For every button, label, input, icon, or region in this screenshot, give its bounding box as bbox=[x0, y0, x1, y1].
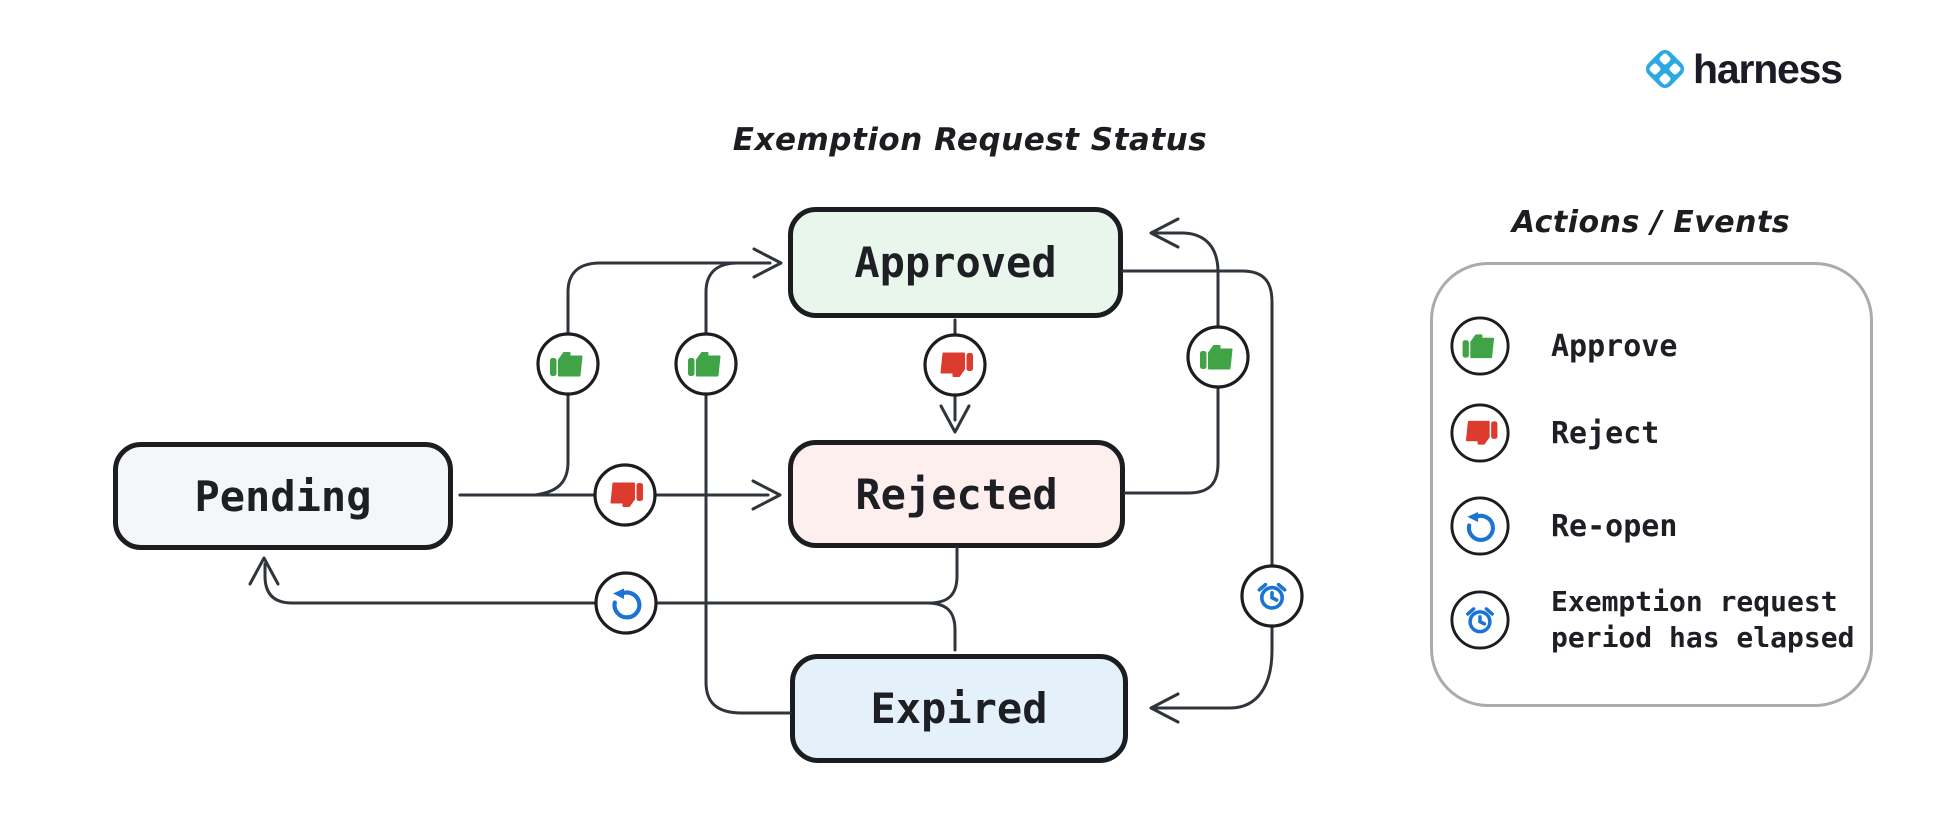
diagram-title: Exemption Request Status bbox=[732, 122, 1208, 158]
reopen-badge-to-pending bbox=[594, 571, 658, 635]
state-expired: Expired bbox=[790, 654, 1128, 763]
state-approved: Approved bbox=[788, 207, 1123, 318]
reopen-icon bbox=[1450, 496, 1510, 556]
state-rejected: Rejected bbox=[788, 440, 1125, 548]
state-pending: Pending bbox=[113, 442, 453, 550]
reopen-icon bbox=[613, 589, 639, 618]
timer-badge-approved-expired bbox=[1240, 564, 1304, 628]
legend-item-reject: Reject bbox=[1449, 402, 1659, 464]
edge-approved-rejected-arrowhead bbox=[939, 404, 971, 434]
harness-logo-icon bbox=[1646, 50, 1684, 88]
edge-expired-pending bbox=[925, 601, 957, 652]
edge-pending-rejected-arrowhead bbox=[751, 479, 782, 511]
state-expired-label: Expired bbox=[870, 684, 1048, 733]
legend-label-reject: Reject bbox=[1551, 415, 1660, 451]
legend-label-approve: Approve bbox=[1551, 328, 1678, 364]
legend-item-approve: Approve bbox=[1449, 315, 1677, 377]
legend-title: Actions / Events bbox=[1511, 205, 1791, 240]
alarm-clock-icon bbox=[1450, 590, 1510, 650]
legend-item-reopen: Re-open bbox=[1449, 495, 1677, 557]
thumbs-down-icon bbox=[1450, 403, 1510, 463]
alarm-clock-icon bbox=[1257, 582, 1287, 610]
approve-badge-pending-approved bbox=[536, 332, 600, 396]
approve-badge-rejected-approved bbox=[1186, 325, 1250, 389]
harness-brand: harness bbox=[1642, 46, 1843, 92]
edge-reopen-arrowhead bbox=[248, 556, 280, 586]
thumbs-up-icon bbox=[1199, 345, 1233, 370]
legend-box: Approve Reject Re-open Exemption request… bbox=[1430, 262, 1873, 707]
legend-label-reopen: Re-open bbox=[1551, 508, 1678, 544]
brand-name: harness bbox=[1693, 46, 1843, 92]
edge-rejected-pending bbox=[263, 546, 959, 605]
edge-pending-approved-arrowhead bbox=[752, 247, 783, 279]
reject-badge-pending-rejected bbox=[593, 463, 657, 527]
thumbs-up-icon bbox=[1450, 316, 1510, 376]
thumbs-down-icon bbox=[940, 352, 974, 377]
edge-pending-approved bbox=[458, 261, 772, 497]
approve-badge-expired-approved bbox=[674, 332, 738, 396]
legend-label-elapsed: Exemption request period has elapsed bbox=[1551, 585, 1855, 654]
reject-badge-approved-rejected bbox=[923, 333, 987, 397]
state-pending-label: Pending bbox=[194, 471, 372, 521]
edge-approved-expired bbox=[1121, 269, 1274, 710]
state-approved-label: Approved bbox=[854, 238, 1057, 287]
thumbs-down-icon bbox=[610, 482, 644, 507]
edge-expired-approved bbox=[704, 261, 792, 715]
edge-approved-expired-arrowhead bbox=[1149, 692, 1180, 724]
thumbs-up-icon bbox=[687, 352, 721, 377]
legend-item-elapsed: Exemption request period has elapsed bbox=[1449, 584, 1854, 656]
edge-rejected-approved-arrowhead bbox=[1149, 217, 1180, 249]
edge-rejected-approved bbox=[1123, 231, 1220, 495]
thumbs-up-icon bbox=[549, 352, 583, 377]
state-rejected-label: Rejected bbox=[855, 469, 1058, 519]
